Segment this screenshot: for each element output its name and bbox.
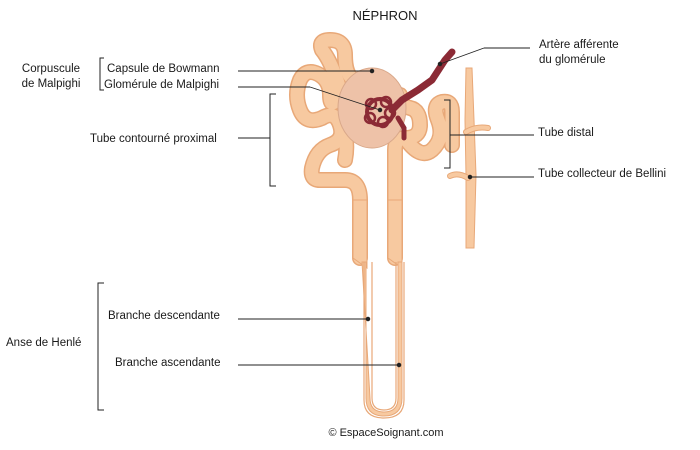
label-tube-collecteur: Tube collecteur de Bellini (538, 168, 666, 180)
label-anse: Anse de Henlé (6, 337, 81, 349)
label-corpuscule-line2: de Malpighi (22, 78, 81, 90)
bracket-corpuscule (99, 57, 104, 91)
bracket-tube-proximal (269, 93, 276, 187)
leader-lines (238, 47, 534, 368)
loop-of-henle (352, 199, 405, 419)
copyright-text: © EspaceSoignant.com (328, 427, 443, 439)
label-corpuscule-line1: Corpuscule (22, 63, 80, 75)
bracket-distal (444, 99, 451, 169)
label-branche-ascendante: Branche ascendante (115, 357, 221, 369)
afferent-artery (388, 48, 456, 141)
label-tube-proximal: Tube contourné proximal (90, 133, 217, 145)
label-artere-line2: du glomérule (539, 54, 605, 66)
label-capsule: Capsule de Bowmann (107, 63, 220, 75)
glomerulus (363, 95, 397, 129)
label-tube-distal: Tube distal (538, 127, 594, 139)
bracket-anse (97, 282, 104, 411)
collecting-duct (447, 67, 491, 249)
label-glomerule: Glomérule de Malpighi (104, 79, 219, 91)
diagram-title: NÉPHRON (352, 8, 417, 23)
label-branche-descendante: Branche descendante (108, 310, 220, 322)
label-artere-line1: Artère afférente (539, 39, 619, 51)
proximal-tubule (289, 32, 370, 266)
